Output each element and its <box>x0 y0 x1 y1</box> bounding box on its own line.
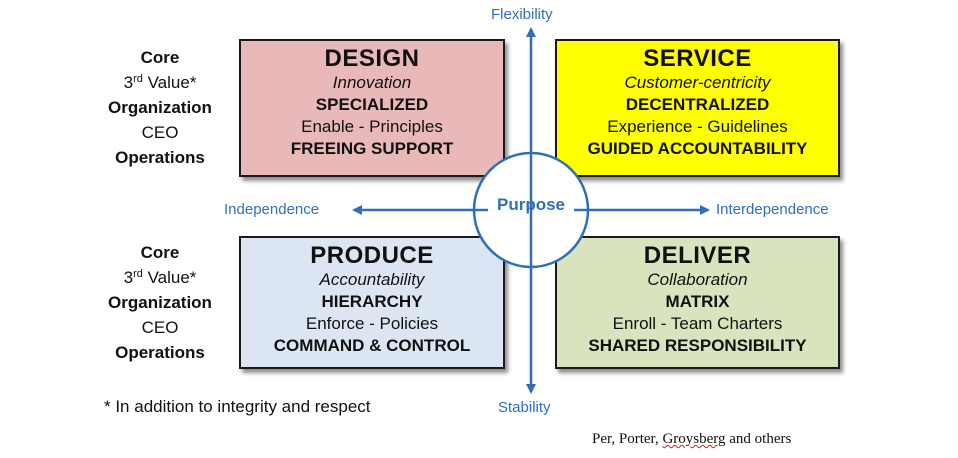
quadrant-value: Accountability <box>319 270 425 289</box>
quadrant-organization: SPECIALIZED <box>315 95 429 114</box>
quadrant-title: DESIGN <box>324 45 420 72</box>
quadrant-service: SERVICE Customer-centricity DECENTRALIZE… <box>555 39 840 177</box>
credit-line: Per, Porter, Groysberg and others <box>592 431 792 447</box>
quadrant-value: Innovation <box>332 73 412 92</box>
label-value: 3rd Value* <box>123 268 197 287</box>
label-organization: Organization <box>108 98 212 117</box>
quadrant-operations: SHARED RESPONSIBILITY <box>588 336 807 355</box>
quadrant-operations: GUIDED ACCOUNTABILITY <box>587 139 808 158</box>
axis-label-interdependence: Interdependence <box>716 201 829 218</box>
label-operations: Operations <box>115 148 205 167</box>
quadrant-organization: MATRIX <box>665 292 730 311</box>
quadrant-produce: PRODUCE Accountability HIERARCHY Enforce… <box>239 236 505 369</box>
axis-label-stability: Stability <box>498 399 551 416</box>
axis-label-flexibility: Flexibility <box>491 6 553 23</box>
quadrant-title: DELIVER <box>643 242 752 269</box>
row-labels-top: Core 3rd Value* Organization CEO Operati… <box>80 45 240 170</box>
label-ceo: CEO <box>141 318 179 337</box>
quadrant-title: PRODUCE <box>310 242 434 269</box>
axis-label-independence: Independence <box>224 201 320 218</box>
label-ceo: CEO <box>141 123 179 142</box>
quadrant-ceo: Enroll - Team Charters <box>612 314 783 333</box>
quadrant-ceo: Enable - Principles <box>301 117 443 136</box>
quadrant-organization: DECENTRALIZED <box>625 95 770 114</box>
label-core: Core <box>140 243 180 262</box>
quadrant-value: Collaboration <box>647 270 748 289</box>
label-organization: Organization <box>108 293 212 312</box>
quadrant-organization: HIERARCHY <box>321 292 423 311</box>
row-labels-bottom: Core 3rd Value* Organization CEO Operati… <box>80 240 240 365</box>
quadrant-value: Customer-centricity <box>624 73 771 92</box>
quadrant-operations: COMMAND & CONTROL <box>273 336 471 355</box>
footnote: * In addition to integrity and respect <box>104 397 371 416</box>
label-core: Core <box>140 48 180 67</box>
quadrant-design: DESIGN Innovation SPECIALIZED Enable - P… <box>239 39 505 177</box>
quadrant-ceo: Experience - Guidelines <box>607 117 788 136</box>
quadrant-ceo: Enforce - Policies <box>305 314 439 333</box>
label-value: 3rd Value* <box>123 73 197 92</box>
quadrant-title: SERVICE <box>643 45 752 72</box>
quadrant-operations: FREEING SUPPORT <box>290 139 454 158</box>
purpose-label: Purpose <box>496 195 566 214</box>
label-operations: Operations <box>115 343 205 362</box>
quadrant-deliver: DELIVER Collaboration MATRIX Enroll - Te… <box>555 236 840 369</box>
